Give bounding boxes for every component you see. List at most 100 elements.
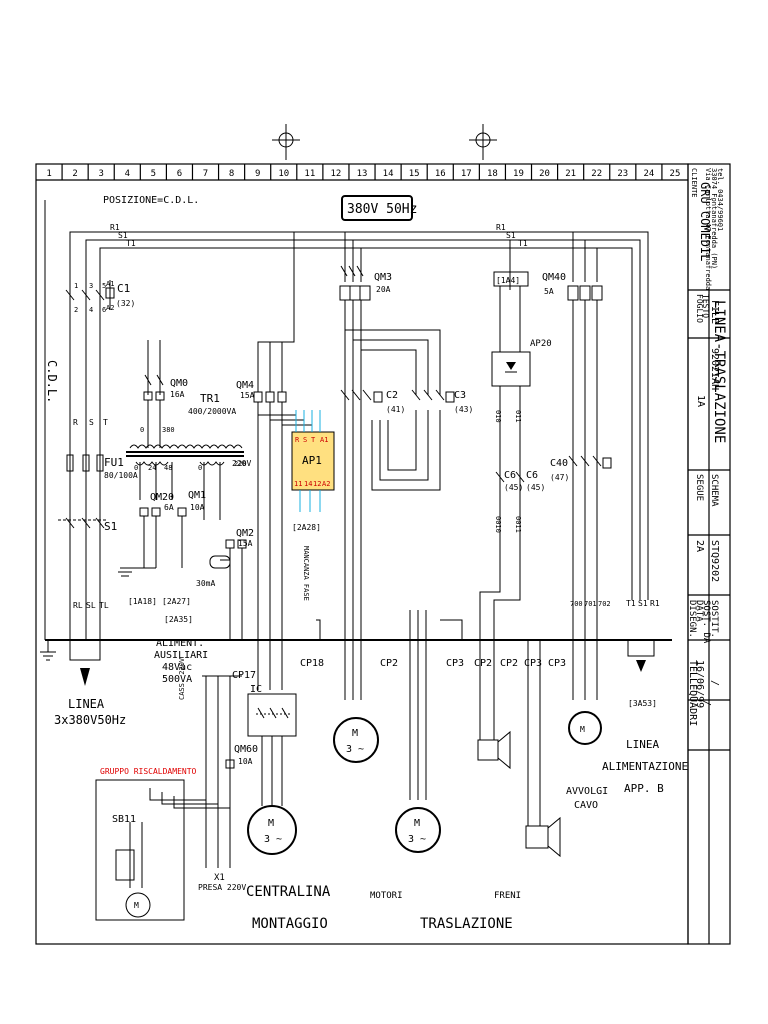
segue-value: 2A (694, 540, 705, 552)
column-number: 6 (177, 169, 182, 179)
wire-010: 010 (494, 410, 502, 423)
ap1-pin-t: T (311, 436, 316, 444)
qm1-rating: 10A (190, 503, 205, 512)
client-name: GRU COMEDIL (698, 182, 712, 261)
presa-label: PRESA 220V (198, 883, 246, 892)
ap1-pin-12: 12 (313, 480, 321, 488)
out-sl: SL (86, 601, 96, 610)
column-number: 17 (461, 169, 472, 179)
c6-ref-b: (45) (526, 483, 545, 492)
wire-011: 011 (514, 410, 522, 423)
aliment-3: 48Vac (162, 662, 192, 673)
qm20-label: QM20 (150, 492, 174, 503)
c2-ref: (41) (386, 405, 405, 414)
centralina-feeder (247, 619, 321, 855)
column-number: 12 (330, 169, 341, 179)
linea-app-2: ALIMENTAZIONE (602, 760, 688, 773)
motor-m-3: M (580, 725, 585, 734)
sost-da-label: SOST. DA (701, 600, 711, 644)
cdl-label: C.D.L. (45, 360, 59, 403)
foglio-value: 1A (695, 395, 706, 407)
title-block: CLIENTE GRU COMEDIL Via Carlotta 47 Font… (687, 163, 731, 945)
ap1-label: AP1 (302, 454, 322, 467)
out-s1: S1 (638, 599, 648, 608)
registration-mark-left (272, 124, 300, 160)
x1-label: X1 (214, 873, 225, 883)
ref-1a4-box (493, 271, 529, 287)
client-addr1: Via Carlotta 47 Fontanafredda (704, 168, 712, 290)
fu1-fuses (58, 345, 108, 640)
c3-label: C3 (454, 390, 466, 401)
ground-symbol (40, 640, 56, 661)
sb11-label: SB11 (112, 814, 136, 825)
client-tel: tel. 0434/99601 (716, 168, 724, 231)
column-number: 25 (670, 169, 681, 179)
c2-label: C2 (386, 390, 398, 401)
cp3-label-b: CP3 (524, 658, 542, 669)
tap-24: 24 (148, 464, 156, 472)
aux-220v-lines (202, 675, 242, 868)
column-number: 22 (591, 169, 602, 179)
out-rl: RL (73, 601, 83, 610)
qm3-breaker (339, 265, 441, 640)
s1-label: S1 (104, 520, 117, 533)
cass-label: CASS. 220V (178, 657, 186, 700)
cp2-label-c: CP2 (474, 658, 492, 669)
qm2-label: QM2 (236, 528, 254, 539)
cp2-label-a: CP2 (380, 658, 398, 669)
column-number: 15 (409, 169, 420, 179)
motor-m-centralina: M (268, 818, 274, 829)
c2-c3-contactors (340, 389, 455, 491)
avvolgi-motor (568, 600, 602, 745)
qm20-rating: 6A (164, 503, 174, 512)
disegn-value: TELLEQUADRI (687, 660, 698, 726)
qm1-label: QM1 (188, 490, 206, 501)
disegn-label: DISEGN. (687, 600, 697, 638)
motori-outputs (333, 610, 463, 853)
supply-box (341, 195, 413, 221)
motori-label: MOTORI (370, 891, 403, 901)
ref-2a28: [2A28] (292, 523, 321, 532)
wire-0010: 0010 (494, 516, 502, 533)
c1-pin-a1: A1 (106, 280, 114, 288)
cp3-label-c: CP3 (548, 658, 566, 669)
column-number: 23 (617, 169, 628, 179)
c6-label-b: C6 (526, 470, 538, 481)
c1-pin-a2: A2 (106, 304, 114, 312)
column-number: 11 (304, 169, 315, 179)
column-number: 14 (383, 169, 394, 179)
qm4-label: QM4 (236, 380, 254, 391)
ap1-pin-a2: A2 (322, 480, 330, 488)
tap-0-b: 0 (134, 464, 138, 472)
qm60-breaker (225, 759, 235, 769)
c1-pin-3: 3 (89, 282, 93, 290)
ref-1a18: [1A18] (128, 597, 157, 606)
ref-2a27: [2A27] (162, 597, 191, 606)
column-number: 2 (72, 169, 77, 179)
linea-label: LINEA (68, 697, 105, 711)
wire-701: 701 (584, 600, 597, 608)
cp17-label: CP17 (232, 670, 256, 681)
tap-0-c: 0 (198, 464, 202, 472)
schema-label: SCHEMA (709, 474, 719, 507)
data-value: 16/06/99 (694, 660, 705, 708)
schema-value: STQ9202 (709, 540, 720, 582)
ground-aux (118, 567, 156, 577)
qm60-label: QM60 (234, 744, 258, 755)
freni-outputs (477, 560, 561, 858)
c6-label-a: C6 (504, 470, 516, 481)
qm60-rating: 10A (238, 757, 253, 766)
svg-text:M: M (134, 901, 139, 910)
drawing-title: LINEA-TRASLAZIONE (711, 300, 727, 443)
tap-220: 220 (234, 460, 247, 468)
ap1-pin-a1: A1 (320, 436, 328, 444)
avvolgi-label: AVVOLGI (566, 786, 608, 797)
column-number: 20 (539, 169, 550, 179)
ref-2a35: [2A35] (164, 615, 193, 624)
column-number: 5 (151, 169, 156, 179)
column-number: 1 (46, 169, 51, 179)
file-label: FILE (709, 300, 720, 324)
ma30-label: 30mA (196, 579, 215, 588)
c6-ref-a: (45) (504, 483, 523, 492)
client-addr2: 33074 Fontanafredda (PN) (710, 168, 718, 269)
